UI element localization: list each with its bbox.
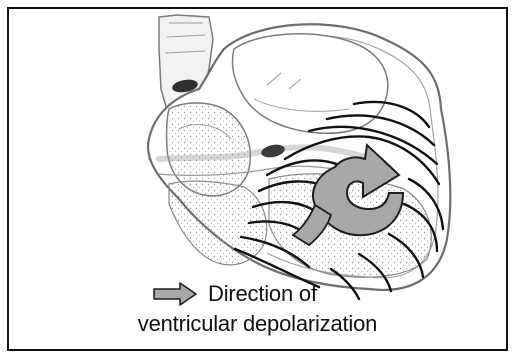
- figure-frame: Direction of ventricular depolarization: [7, 7, 508, 351]
- legend-label-line2: ventricular depolarization: [9, 311, 506, 337]
- legend-row: Direction of: [152, 281, 317, 307]
- legend: Direction of ventricular depolarization: [9, 279, 506, 345]
- legend-label-line1: Direction of: [208, 281, 317, 307]
- ventricles: [169, 174, 431, 277]
- right-block-arrow-icon: [152, 282, 198, 306]
